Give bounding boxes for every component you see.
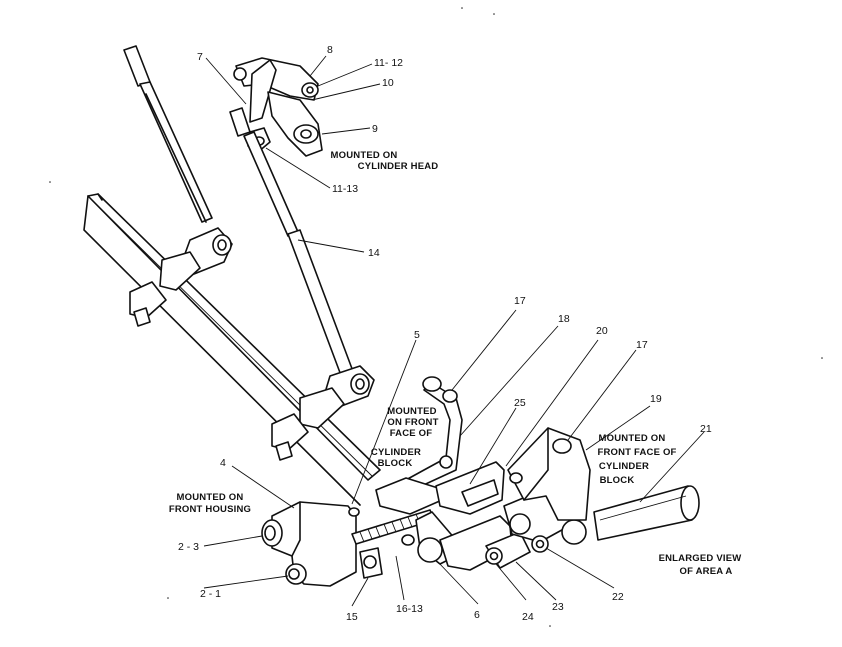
callout-9: 9 bbox=[372, 123, 378, 135]
front-housing-block bbox=[261, 501, 383, 587]
callout-7: 7 bbox=[197, 51, 203, 63]
callout-20: 20 bbox=[596, 325, 608, 337]
callout-6: 6 bbox=[474, 609, 480, 621]
svg-text:ON FRONT: ON FRONT bbox=[387, 417, 438, 428]
svg-text:BLOCK: BLOCK bbox=[378, 458, 413, 469]
svg-text:CYLINDER HEAD: CYLINDER HEAD bbox=[358, 161, 439, 172]
callout-11-12: 11- 12 bbox=[374, 57, 403, 69]
caption-cylinder-head: MOUNTED ON CYLINDER HEAD bbox=[331, 150, 439, 172]
callout-16-13: 16-13 bbox=[396, 603, 423, 615]
callout-25: 25 bbox=[514, 397, 526, 409]
right-bracket bbox=[507, 427, 591, 521]
callout-17-lower: 17 bbox=[636, 339, 648, 351]
svg-text:CYLINDER: CYLINDER bbox=[599, 461, 649, 472]
caption-enlarged-view: ENLARGED VIEW OF AREA A bbox=[659, 553, 742, 577]
callout-22: 22 bbox=[612, 591, 624, 603]
control-rod-14 bbox=[229, 107, 355, 379]
svg-text:MOUNTED ON: MOUNTED ON bbox=[599, 433, 666, 444]
shaft-21 bbox=[593, 485, 700, 541]
upper-left-control-rod bbox=[123, 45, 213, 223]
svg-text:MOUNTED ON: MOUNTED ON bbox=[177, 492, 244, 503]
svg-text:FACE OF: FACE OF bbox=[390, 428, 433, 439]
lower-shaft-lever bbox=[271, 365, 375, 461]
callout-23: 23 bbox=[552, 601, 564, 613]
svg-text:BLOCK: BLOCK bbox=[600, 475, 635, 486]
upper-shaft-lever bbox=[129, 227, 233, 327]
scan-specks bbox=[49, 7, 823, 627]
callout-8: 8 bbox=[327, 44, 333, 56]
caption-front-block-right: MOUNTED ON FRONT FACE OF CYLINDER BLOCK bbox=[597, 433, 676, 486]
caption-front-block-left: MOUNTED ON FRONT FACE OF CYLINDER BLOCK bbox=[371, 406, 438, 469]
svg-text:OF AREA A: OF AREA A bbox=[680, 566, 733, 577]
callout-14: 14 bbox=[368, 247, 380, 259]
leader-lines bbox=[203, 55, 705, 607]
callout-18: 18 bbox=[558, 313, 570, 325]
callout-2-3: 2 - 3 bbox=[178, 541, 199, 553]
callout-5: 5 bbox=[414, 329, 420, 341]
svg-text:MOUNTED ON: MOUNTED ON bbox=[331, 150, 398, 161]
callout-21: 21 bbox=[700, 423, 712, 435]
svg-text:ENLARGED VIEW: ENLARGED VIEW bbox=[659, 553, 742, 564]
rocker-assembly bbox=[233, 57, 323, 157]
callout-19: 19 bbox=[650, 393, 662, 405]
svg-text:MOUNTED: MOUNTED bbox=[387, 406, 436, 417]
callout-labels: 8 7 11- 12 10 9 11-13 14 5 17 18 20 17 1… bbox=[178, 44, 712, 623]
callout-11-13: 11-13 bbox=[332, 183, 358, 195]
svg-text:FRONT FACE OF: FRONT FACE OF bbox=[597, 447, 676, 458]
caption-front-housing: MOUNTED ON FRONT HOUSING bbox=[169, 492, 251, 515]
svg-text:FRONT HOUSING: FRONT HOUSING bbox=[169, 504, 251, 515]
callout-4: 4 bbox=[220, 457, 226, 469]
callout-17-upper: 17 bbox=[514, 295, 526, 307]
callout-24: 24 bbox=[522, 611, 534, 623]
callout-2-1: 2 - 1 bbox=[200, 588, 221, 600]
callout-15: 15 bbox=[346, 611, 358, 623]
svg-text:CYLINDER: CYLINDER bbox=[371, 447, 421, 458]
callout-10: 10 bbox=[382, 77, 394, 89]
